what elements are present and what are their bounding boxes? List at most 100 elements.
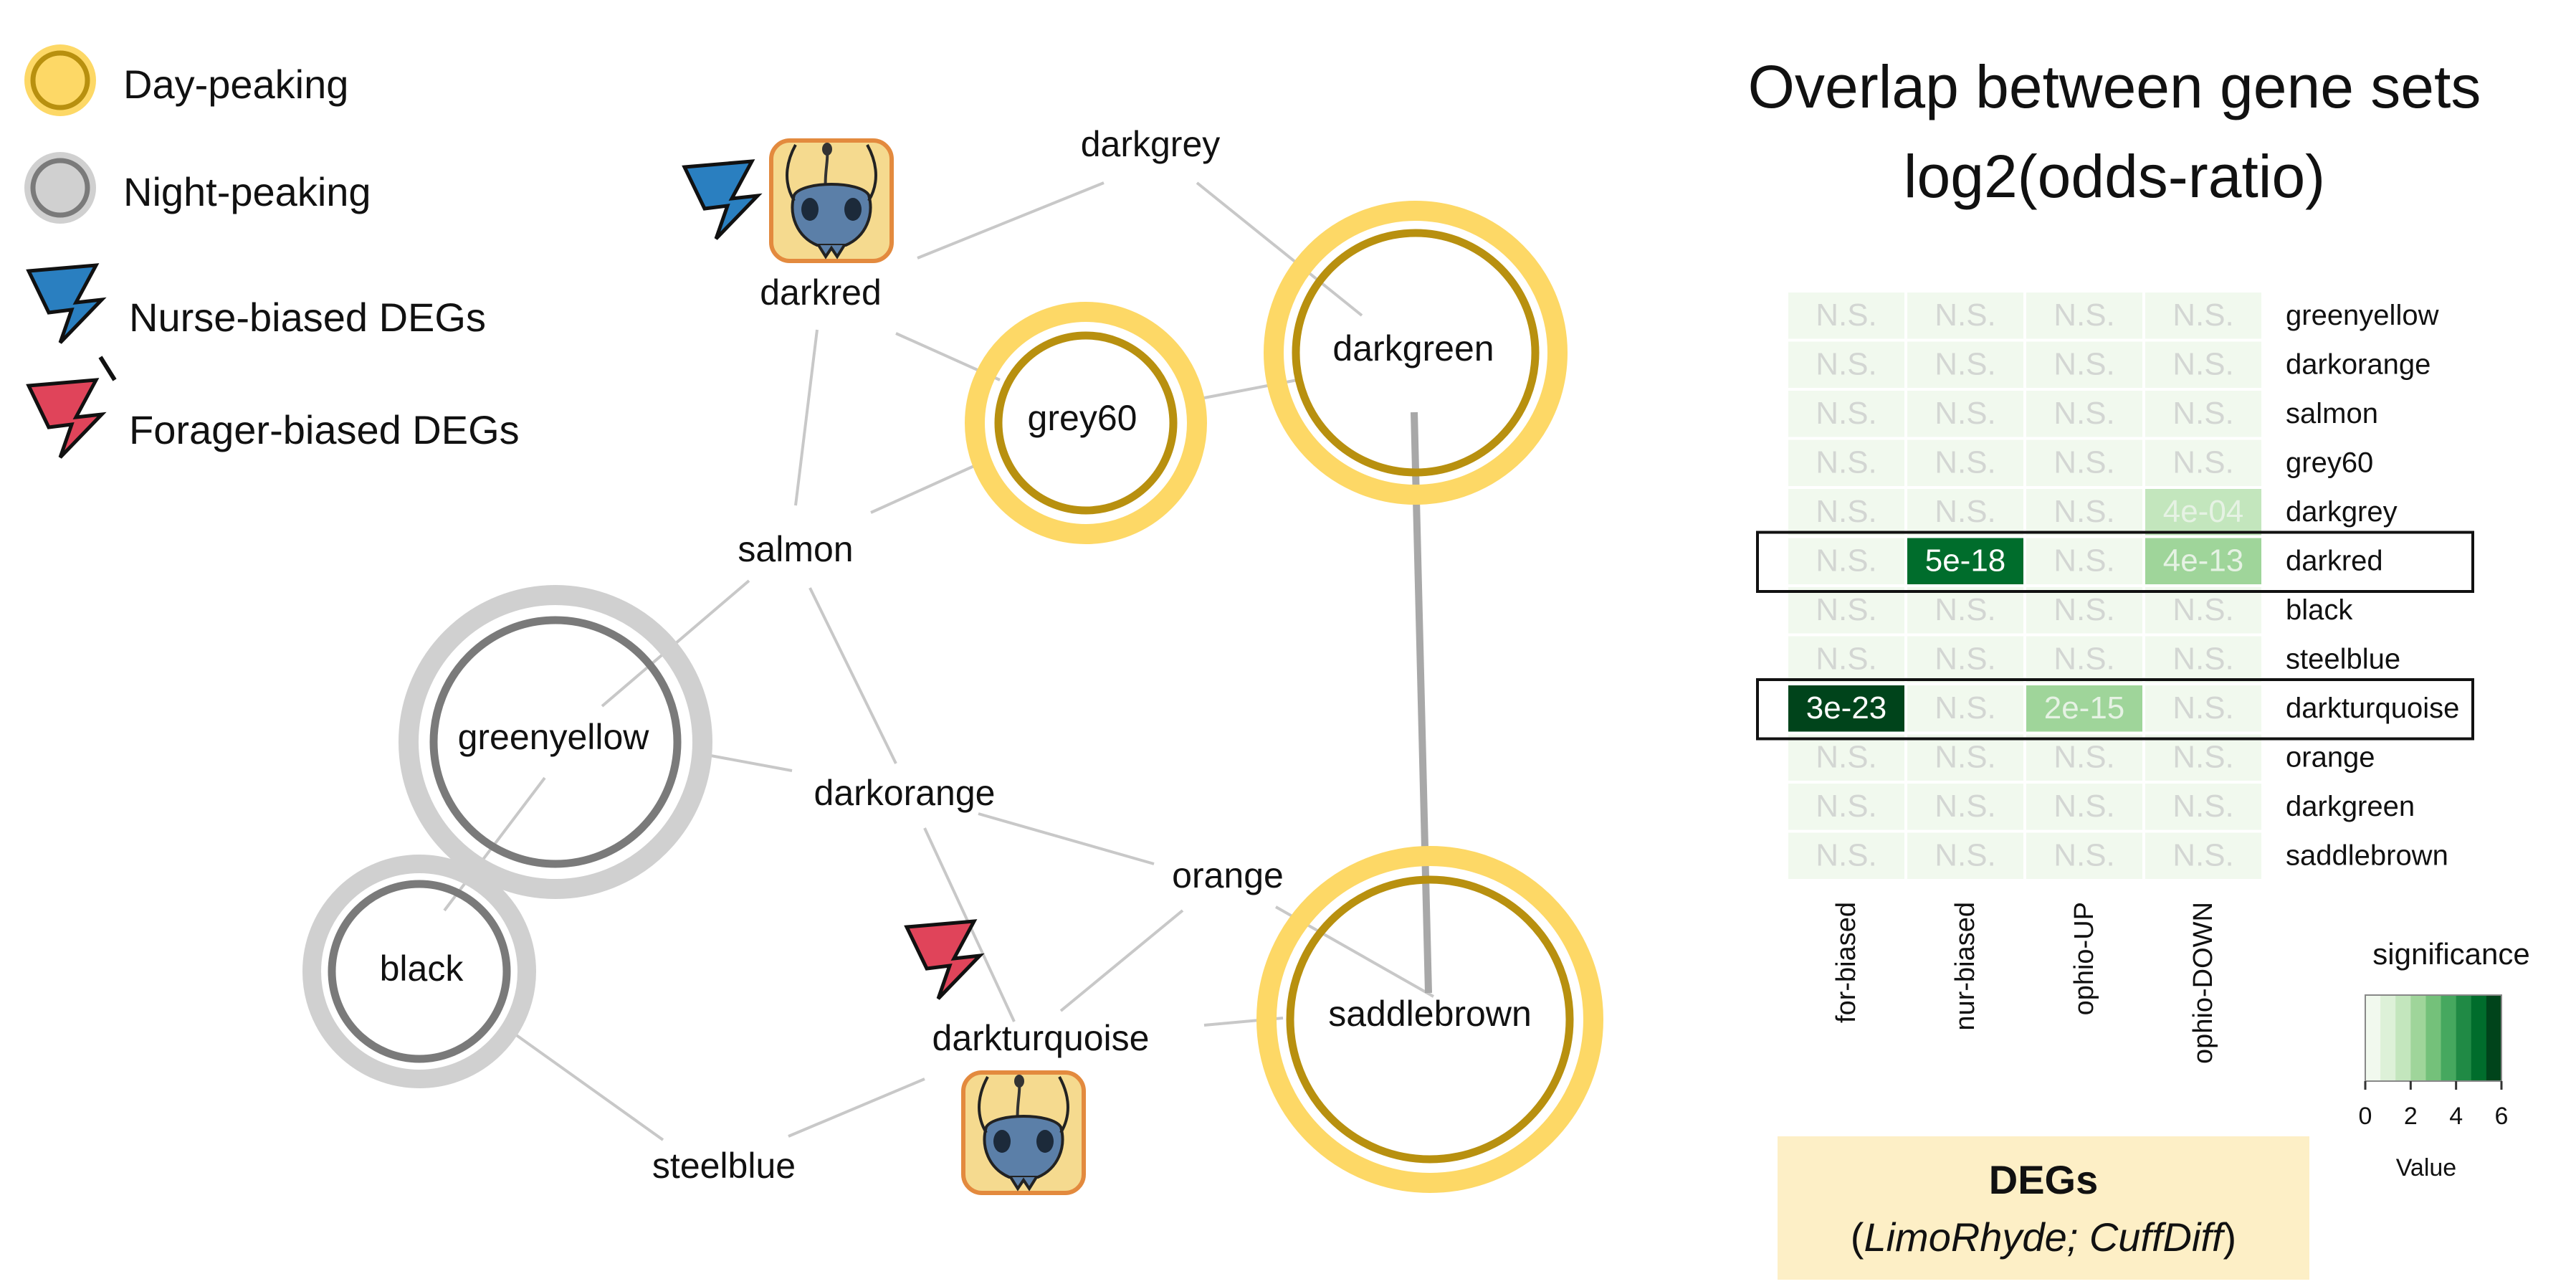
heatmap-cell	[1788, 832, 1904, 879]
heatmap-row-highlight	[1756, 531, 2474, 593]
scale-swatch	[2365, 995, 2382, 1081]
nurse-bolt-icon	[26, 263, 107, 344]
heatmap-cell	[1788, 391, 1904, 437]
heatmap-cell	[1907, 538, 2023, 584]
heatmap-cell-label: N.S.	[2053, 396, 2115, 431]
node-greenyellow: greenyellow	[458, 717, 650, 757]
darkgreen-day-ring-inner	[1292, 229, 1540, 477]
heatmap-cell	[2026, 391, 2142, 437]
heatmap-cell-label: N.S.	[1935, 298, 1996, 333]
heatmap-cell	[1788, 587, 1904, 634]
heatmap-cell	[1788, 341, 1904, 388]
degs-subtitle-close: )	[2223, 1214, 2237, 1260]
grey60-day-ring-inner	[994, 331, 1178, 515]
heatmap-cell	[1907, 587, 2023, 634]
heatmap-cells: N.S. N.S. N.S. N.S. N.S. N.S. N.S. N.S. N.S. N.S.…	[1788, 293, 2261, 879]
heatmap-cell	[1788, 685, 1904, 732]
edge-darkred-darkgrey	[917, 181, 1105, 260]
module-rings	[302, 201, 1603, 1193]
heatmap-cell-label: N.S.	[1816, 739, 1877, 774]
degs-subtitle-methods: LimoRhyde; CuffDiff	[1864, 1214, 2227, 1260]
heatmap-row-label: darkred	[2286, 545, 2383, 576]
legend-forager-degs: Forager-biased DEGs	[129, 407, 520, 452]
scale-tick-label: 2	[2404, 1103, 2418, 1130]
heatmap-cell-label: N.S.	[2172, 298, 2234, 333]
heatmap-row-label: darkturquoise	[2286, 693, 2459, 724]
heatmap-cell	[2145, 832, 2261, 879]
heatmap-cell-label: N.S.	[2172, 641, 2234, 676]
scale-value-label: Value	[2396, 1154, 2456, 1181]
heatmap-cell-label: 4e-13	[2163, 543, 2244, 578]
heatmap-cell-label: N.S.	[2053, 494, 2115, 529]
heatmap-cell	[2026, 587, 2142, 634]
heatmap-cell-label: N.S.	[1816, 789, 1877, 824]
heatmap-cell-label: N.S.	[1816, 641, 1877, 676]
heatmap-cell-label: N.S.	[1816, 494, 1877, 529]
darkred-ant-icon	[771, 141, 892, 261]
edge-darkgreen-saddlebrown	[1411, 412, 1432, 994]
heatmap-row-label: darkgrey	[2286, 496, 2398, 528]
degs-box-subtitle: (LimoRhyde; CuffDiff)	[1851, 1214, 2236, 1260]
heatmap-cell-label: N.S.	[1935, 641, 1996, 676]
heatmap-cell	[1788, 784, 1904, 830]
heatmap-cell	[2145, 587, 2261, 634]
node-darkgrey: darkgrey	[1081, 124, 1221, 164]
scale-swatch	[2471, 995, 2487, 1081]
heatmap-cell	[1788, 293, 1904, 339]
heatmap-row-label: grey60	[2286, 447, 2373, 478]
darkred-nurse-bolt-icon	[682, 159, 763, 240]
heatmap-cell-label: N.S.	[2172, 346, 2234, 381]
scale-swatch	[2441, 995, 2457, 1081]
edge-orange-darkturquoise	[1059, 909, 1184, 1012]
heatmap-cell	[1788, 538, 1904, 584]
heatmap-cell	[2026, 341, 2142, 388]
heatmap-cell	[1907, 734, 2023, 781]
forager-bolt-icon	[26, 378, 107, 459]
heatmap-cell	[2026, 538, 2142, 584]
heatmap-cell-label: N.S.	[2053, 444, 2115, 480]
heatmap-cell	[1907, 784, 2023, 830]
scale-tick-label: 4	[2449, 1103, 2463, 1130]
heatmap-cell	[2145, 734, 2261, 781]
heatmap-row-label: saddlebrown	[2286, 840, 2448, 871]
heatmap-highlights	[1756, 531, 2474, 741]
heatmap-cell-label: N.S.	[2053, 641, 2115, 676]
heatmap-cell	[2026, 439, 2142, 486]
scale-swatch	[2486, 995, 2502, 1081]
greenyellow-night-ring-inner	[429, 616, 682, 868]
scale-frame	[2365, 994, 2502, 1082]
heatmap-cell	[2145, 784, 2261, 830]
heatmap-cell	[1907, 489, 2023, 536]
heatmap-cell-label: N.S.	[1816, 444, 1877, 480]
heatmap-cell	[2026, 636, 2142, 683]
scale-swatches	[2365, 994, 2502, 1082]
heatmap-cell-label: N.S.	[2053, 346, 2115, 381]
heatmap-cell	[2026, 734, 2142, 781]
scale-title: significance	[2372, 937, 2529, 971]
heatmap-cell	[2145, 685, 2261, 732]
heatmap-cell-label: N.S.	[2053, 739, 2115, 774]
heatmap-cell-label: N.S.	[2172, 592, 2234, 627]
heatmap-row-label: orange	[2286, 741, 2375, 773]
heatmap-cell-label: N.S.	[1816, 592, 1877, 627]
node-black: black	[380, 948, 464, 989]
scale-swatch	[2425, 995, 2442, 1081]
heatmap-cell-label: N.S.	[2172, 396, 2234, 431]
heatmap-cell-label: N.S.	[1935, 837, 1996, 872]
node-orange: orange	[1172, 855, 1284, 895]
heatmap-cell	[1788, 636, 1904, 683]
scale-swatch	[2410, 995, 2427, 1081]
heatmap-cell-label: N.S.	[2172, 690, 2234, 726]
degs-subtitle-open: (	[1851, 1214, 1864, 1260]
heatmap-cell-label: N.S.	[2172, 789, 2234, 824]
heatmap-row-labels: greenyellowdarkorangesalmongrey60darkgre…	[2286, 300, 2459, 872]
darkturquoise-ant-icon	[963, 1073, 1084, 1193]
heatmap-cell	[2145, 391, 2261, 437]
heatmap-cell-label: N.S.	[1816, 543, 1877, 578]
heatmap-row-label: black	[2286, 594, 2353, 626]
node-grey60: grey60	[1028, 398, 1137, 438]
scale-tick-label: 6	[2495, 1103, 2509, 1130]
scale-tick-label: 0	[2359, 1103, 2372, 1130]
nurse-bolt-tail-icon	[98, 356, 117, 381]
